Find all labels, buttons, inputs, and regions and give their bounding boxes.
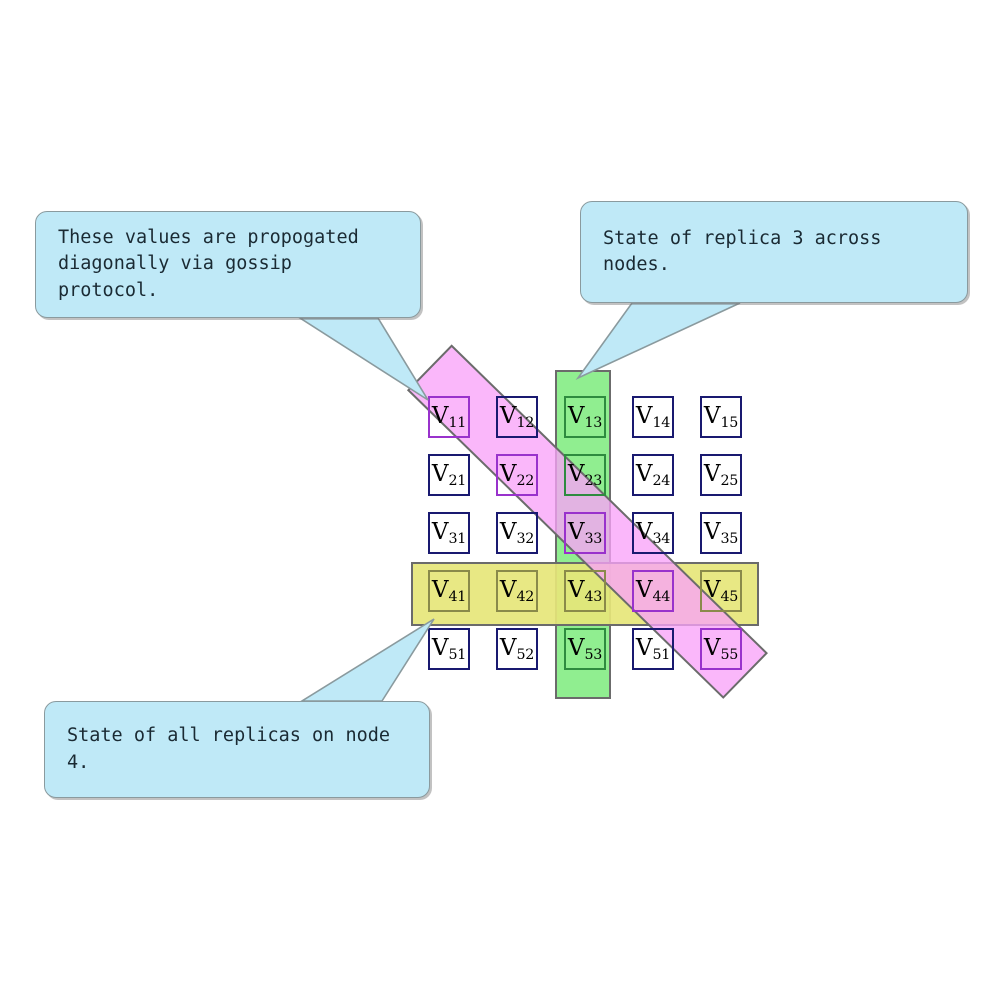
grid-cell-v23[interactable]: V23 <box>564 454 606 496</box>
grid-cell-subscript: 31 <box>448 531 467 548</box>
grid-cell-subscript: 11 <box>448 415 467 432</box>
grid-cell-v24[interactable]: V24 <box>632 454 674 496</box>
grid-cell-subscript: 42 <box>516 589 535 606</box>
grid-cell-v43[interactable]: V43 <box>564 570 606 612</box>
grid-cell-v44[interactable]: V44 <box>632 570 674 612</box>
grid-cell-label: V53 <box>567 634 603 664</box>
grid-cell-v35[interactable]: V35 <box>700 512 742 554</box>
grid-cell-v52[interactable]: V52 <box>496 628 538 670</box>
callout-node4-text: State of all replicas on node 4. <box>67 725 391 773</box>
grid-cell-label: V55 <box>703 634 739 664</box>
callout-node4[interactable]: State of all replicas on node 4. <box>44 701 430 798</box>
grid-cell-subscript: 53 <box>584 647 603 664</box>
grid-cell-subscript: 23 <box>584 473 603 490</box>
grid-cell-label: V31 <box>431 518 467 548</box>
grid-cell-subscript: 21 <box>448 473 467 490</box>
grid-cell-label: V44 <box>635 576 671 606</box>
grid-cell-subscript: 41 <box>448 589 467 606</box>
grid-cell-label: V12 <box>499 402 535 432</box>
grid-cell-v42[interactable]: V42 <box>496 570 538 612</box>
callout-replica3-text: State of replica 3 across nodes. <box>603 227 882 275</box>
callout-tail-gossip <box>297 317 429 401</box>
grid-cell-subscript: 25 <box>720 473 739 490</box>
grid-cell-subscript: 14 <box>652 415 671 432</box>
grid-cell-v22[interactable]: V22 <box>496 454 538 496</box>
grid-cell-label: V13 <box>567 402 603 432</box>
grid-cell-label: V41 <box>431 576 467 606</box>
grid-cell-subscript: 24 <box>652 473 671 490</box>
grid-cell-subscript: 13 <box>584 415 603 432</box>
grid-cell-label: V25 <box>703 460 739 490</box>
grid-cell-v13[interactable]: V13 <box>564 396 606 438</box>
grid-cell-v51[interactable]: V51 <box>632 628 674 670</box>
grid-cell-label: V51 <box>635 634 671 664</box>
grid-cell-v12[interactable]: V12 <box>496 396 538 438</box>
grid-cell-v25[interactable]: V25 <box>700 454 742 496</box>
grid-cell-label: V35 <box>703 518 739 548</box>
grid-cell-subscript: 45 <box>720 589 739 606</box>
callout-tail-replica3 <box>575 302 741 381</box>
grid-cell-label: V51 <box>431 634 467 664</box>
grid-cell-v45[interactable]: V45 <box>700 570 742 612</box>
grid-cell-label: V32 <box>499 518 535 548</box>
grid-cell-v55[interactable]: V55 <box>700 628 742 670</box>
grid-cell-label: V15 <box>703 402 739 432</box>
grid-cell-v11[interactable]: V11 <box>428 396 470 438</box>
grid-cell-subscript: 51 <box>448 647 467 664</box>
callout-gossip[interactable]: These values are propogated diagonally v… <box>35 211 421 318</box>
grid-cell-label: V24 <box>635 460 671 490</box>
grid-cell-v51[interactable]: V51 <box>428 628 470 670</box>
grid-cell-subscript: 35 <box>720 531 739 548</box>
grid-cell-label: V23 <box>567 460 603 490</box>
grid-cell-label: V11 <box>431 402 467 432</box>
grid-cell-subscript: 55 <box>720 647 739 664</box>
grid-cell-subscript: 22 <box>516 473 535 490</box>
grid-cell-subscript: 33 <box>584 531 603 548</box>
grid-cell-label: V21 <box>431 460 467 490</box>
grid-cell-v41[interactable]: V41 <box>428 570 470 612</box>
callout-tail-node4 <box>299 618 435 702</box>
grid-cell-label: V42 <box>499 576 535 606</box>
grid-cell-v34[interactable]: V34 <box>632 512 674 554</box>
grid-cell-label: V14 <box>635 402 671 432</box>
grid-cell-label: V22 <box>499 460 535 490</box>
grid-cell-v15[interactable]: V15 <box>700 396 742 438</box>
grid-cell-label: V52 <box>499 634 535 664</box>
grid-cell-subscript: 44 <box>652 589 671 606</box>
grid-cell-subscript: 34 <box>652 531 671 548</box>
callout-gossip-text: These values are propogated diagonally v… <box>58 227 359 301</box>
grid-cell-label: V33 <box>567 518 603 548</box>
grid-cell-subscript: 12 <box>516 415 535 432</box>
grid-cell-v53[interactable]: V53 <box>564 628 606 670</box>
grid-cell-subscript: 51 <box>652 647 671 664</box>
grid-cell-v33[interactable]: V33 <box>564 512 606 554</box>
grid-cell-subscript: 32 <box>516 531 535 548</box>
grid-cell-v31[interactable]: V31 <box>428 512 470 554</box>
grid-cell-v21[interactable]: V21 <box>428 454 470 496</box>
grid-cell-subscript: 52 <box>516 647 535 664</box>
grid-cell-label: V45 <box>703 576 739 606</box>
grid-cell-v32[interactable]: V32 <box>496 512 538 554</box>
grid-cell-label: V43 <box>567 576 603 606</box>
callout-replica3[interactable]: State of replica 3 across nodes. <box>580 201 968 303</box>
grid-cell-subscript: 15 <box>720 415 739 432</box>
grid-cell-label: V34 <box>635 518 671 548</box>
grid-cell-v14[interactable]: V14 <box>632 396 674 438</box>
grid-cell-subscript: 43 <box>584 589 603 606</box>
